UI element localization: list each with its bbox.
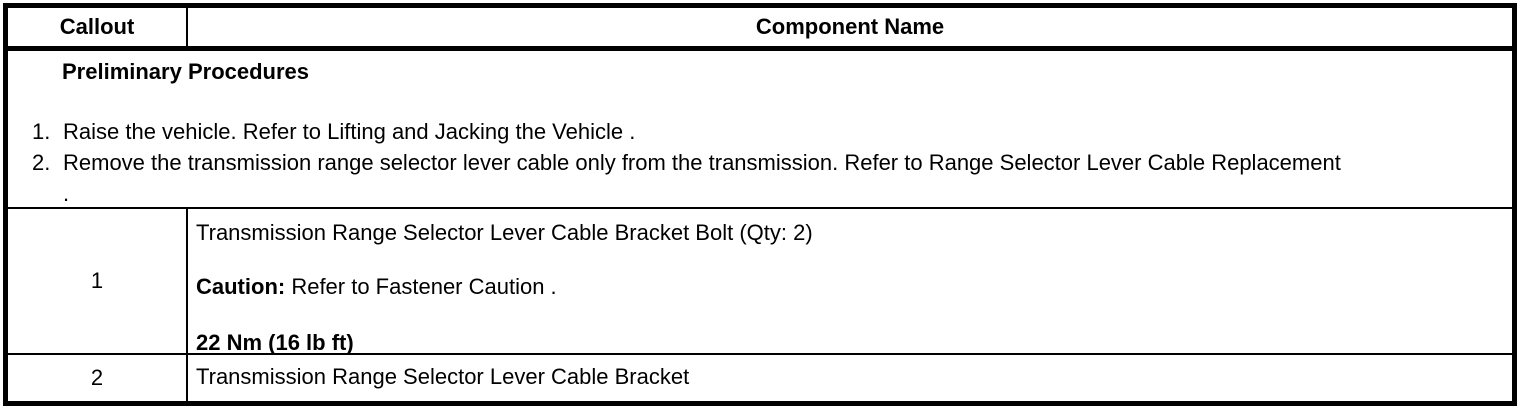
preliminary-procedures-section: Preliminary Procedures 1. Raise the vehi… [8,51,1512,209]
header-cell-component-name: Component Name [755,14,945,39]
callout-cell: 1 [8,209,188,353]
table-row: 2 Transmission Range Selector Lever Cabl… [8,355,1512,401]
table-row: 1 Transmission Range Selector Lever Cabl… [8,209,1512,355]
table-header-row: Callout Component Name [8,8,1512,51]
component-name-text: Transmission Range Selector Lever Cable … [196,364,690,389]
component-name-text: Transmission Range Selector Lever Cable … [196,220,813,245]
torque-spec: 22 Nm (16 lb ft) [196,330,354,355]
caution-line: Caution: Refer to Fastener Caution . [196,275,1502,299]
step-number: 1. [32,119,51,144]
preliminary-step-1: 1. Raise the vehicle. Refer to Lifting a… [32,116,1502,147]
preliminary-steps-list: 1. Raise the vehicle. Refer to Lifting a… [32,116,1502,209]
component-line: Transmission Range Selector Lever Cable … [196,221,1502,245]
callout-cell: 2 [8,355,188,401]
step-number: 2. [32,150,51,175]
caution-text: Refer to Fastener Caution . [285,274,557,299]
step-text: Remove the transmission range selector l… [63,150,1341,206]
component-cell: Transmission Range Selector Lever Cable … [188,355,1512,401]
component-cell: Transmission Range Selector Lever Cable … [188,209,1512,355]
preliminary-step-2: 2. Remove the transmission range selecto… [32,147,1502,209]
torque-spec-line: 22 Nm (16 lb ft) [196,331,1502,355]
step-text: Raise the vehicle. Refer to Lifting and … [63,119,636,144]
caution-label: Caution: [196,274,286,299]
preliminary-procedures-title: Preliminary Procedures [62,59,310,84]
component-line: Transmission Range Selector Lever Cable … [196,365,1502,389]
component-callout-table: Callout Component Name Preliminary Proce… [3,3,1517,406]
header-cell-callout: Callout [8,8,188,46]
